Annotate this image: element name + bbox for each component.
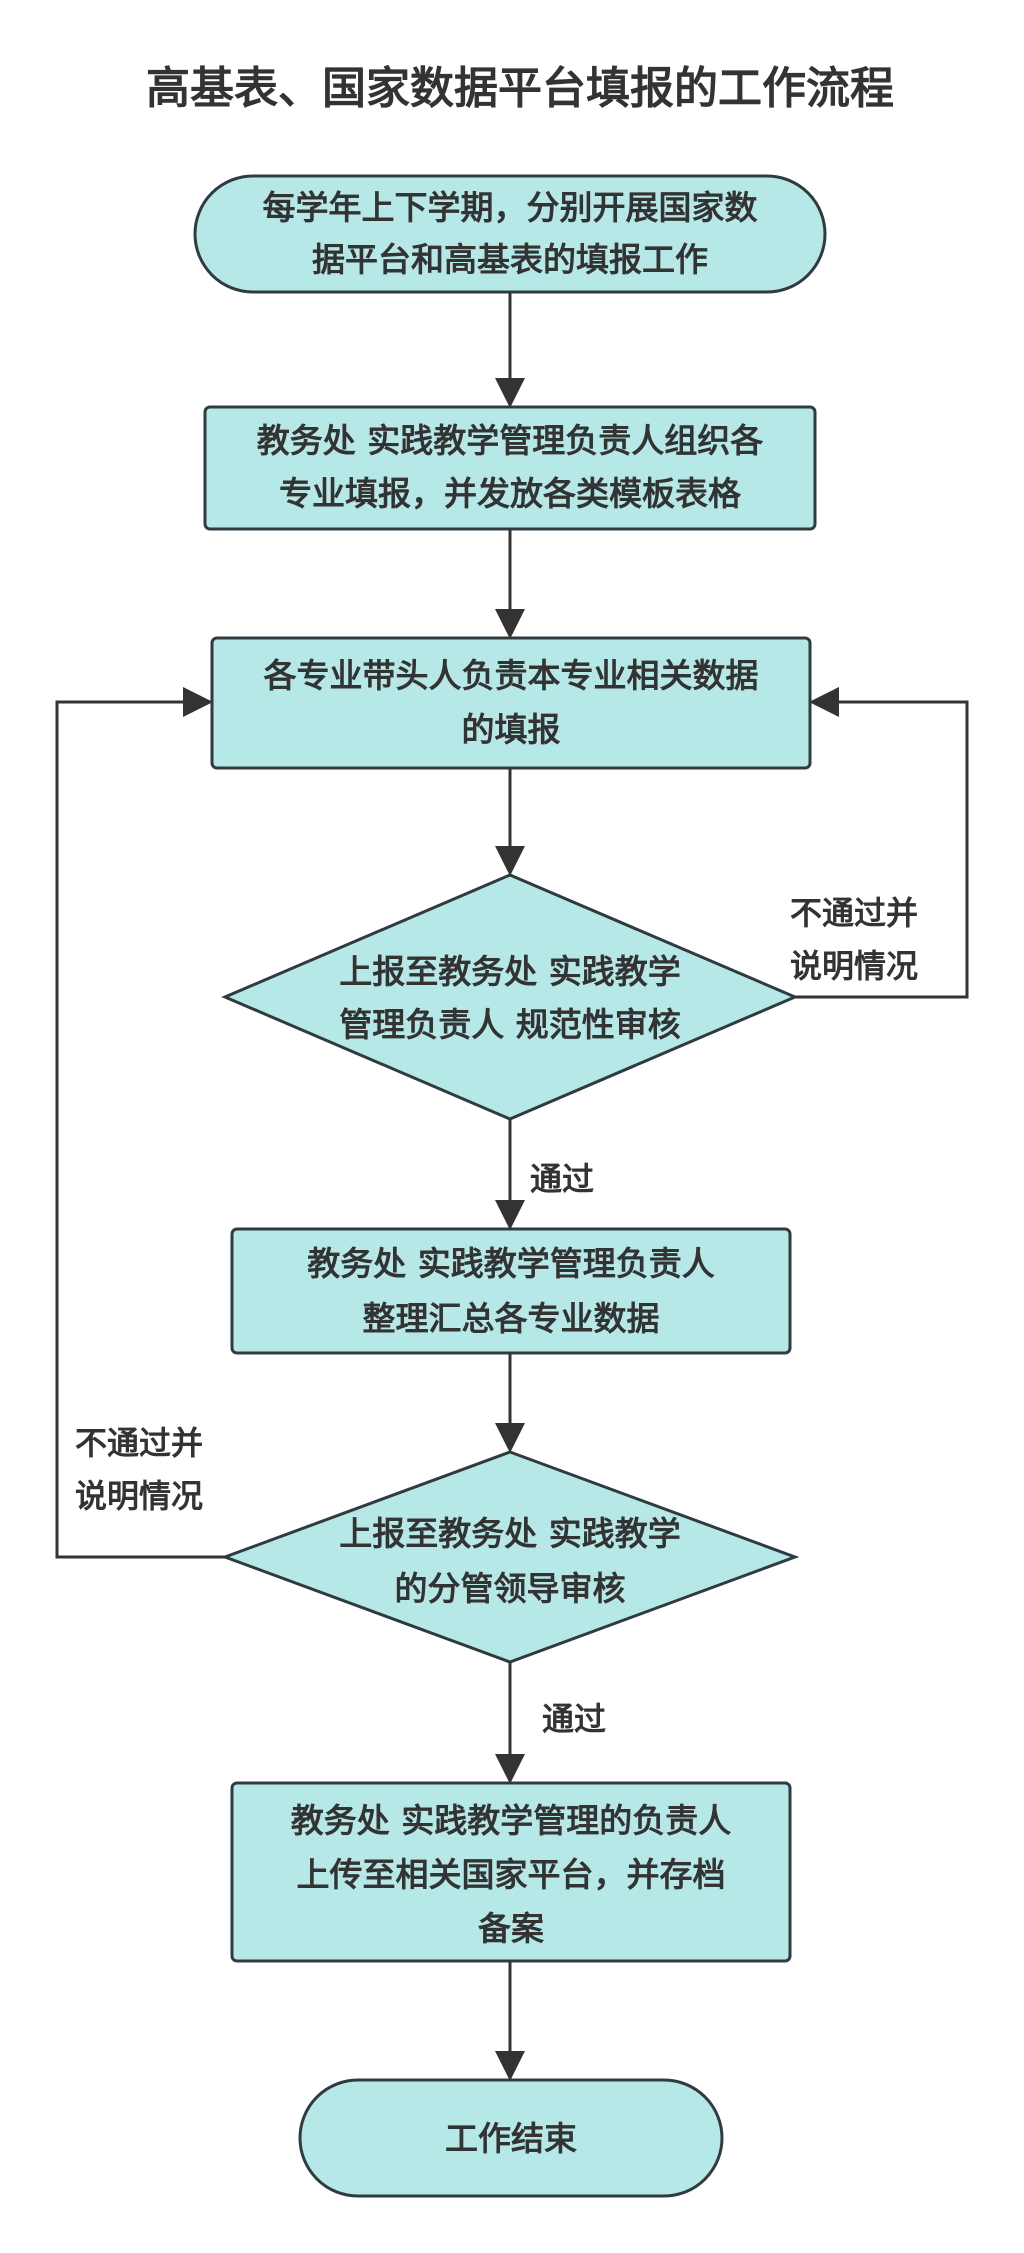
arrow-review1-reject-loop — [795, 687, 969, 999]
review2-decision-line-2: 的分管领导审核 — [395, 1569, 626, 1608]
review2-decision: 上报至教务处 实践教学 的分管领导审核 — [220, 1450, 800, 1664]
upload-process-line-2: 上传至相关国家平台，并存档 — [297, 1855, 726, 1894]
review1-decision: 上报至教务处 实践教学 管理负责人 规范性审核 — [221, 873, 799, 1121]
reject-label-1-line-1: 不通过并 — [790, 894, 918, 932]
fill-process: 各专业带头人负责本专业相关数据 的填报 — [210, 636, 812, 770]
upload-process: 教务处 实践教学管理的负责人 上传至相关国家平台，并存档 备案 — [230, 1781, 792, 1963]
summarize-process: 教务处 实践教学管理负责人 整理汇总各专业数据 — [230, 1227, 792, 1355]
summarize-process-line-1: 教务处 实践教学管理负责人 — [307, 1244, 715, 1283]
organize-process-line-2: 专业填报，并发放各类模板表格 — [279, 474, 742, 513]
start-node-line-1: 每学年上下学期，分别开展国家数 — [263, 188, 759, 227]
pass-label-2: 通过 — [542, 1700, 606, 1738]
upload-process-line-3: 备案 — [478, 1909, 545, 1948]
pass-label-1: 通过 — [530, 1160, 594, 1198]
reject-label-2-line-1: 不通过并 — [75, 1424, 203, 1462]
review1-decision-line-2: 管理负责人 规范性审核 — [339, 1005, 681, 1044]
arrow-review2-reject-loop — [55, 687, 225, 1559]
start-node-line-2: 据平台和高基表的填报工作 — [312, 240, 708, 279]
reject-label-2-line-2: 说明情况 — [75, 1477, 203, 1515]
organize-process-line-1: 教务处 实践教学管理负责人组织各 — [257, 421, 764, 460]
review2-decision-line-1: 上报至教务处 实践教学 — [339, 1514, 681, 1553]
fill-process-line-1: 各专业带头人负责本专业相关数据 — [263, 656, 759, 695]
end-node: 工作结束 — [298, 2078, 724, 2198]
start-node: 每学年上下学期，分别开展国家数 据平台和高基表的填报工作 — [193, 174, 827, 294]
diagram-title: 高基表、国家数据平台填报的工作流程 — [146, 63, 894, 114]
upload-process-line-1: 教务处 实践教学管理的负责人 — [291, 1801, 732, 1840]
reject-label-1-line-2: 说明情况 — [790, 947, 918, 985]
fill-process-line-2: 的填报 — [462, 710, 561, 749]
review1-decision-line-1: 上报至教务处 实践教学 — [339, 952, 681, 991]
summarize-process-line-2: 整理汇总各专业数据 — [363, 1299, 660, 1338]
end-node-label: 工作结束 — [445, 2119, 577, 2158]
organize-process: 教务处 实践教学管理负责人组织各 专业填报，并发放各类模板表格 — [203, 405, 817, 531]
